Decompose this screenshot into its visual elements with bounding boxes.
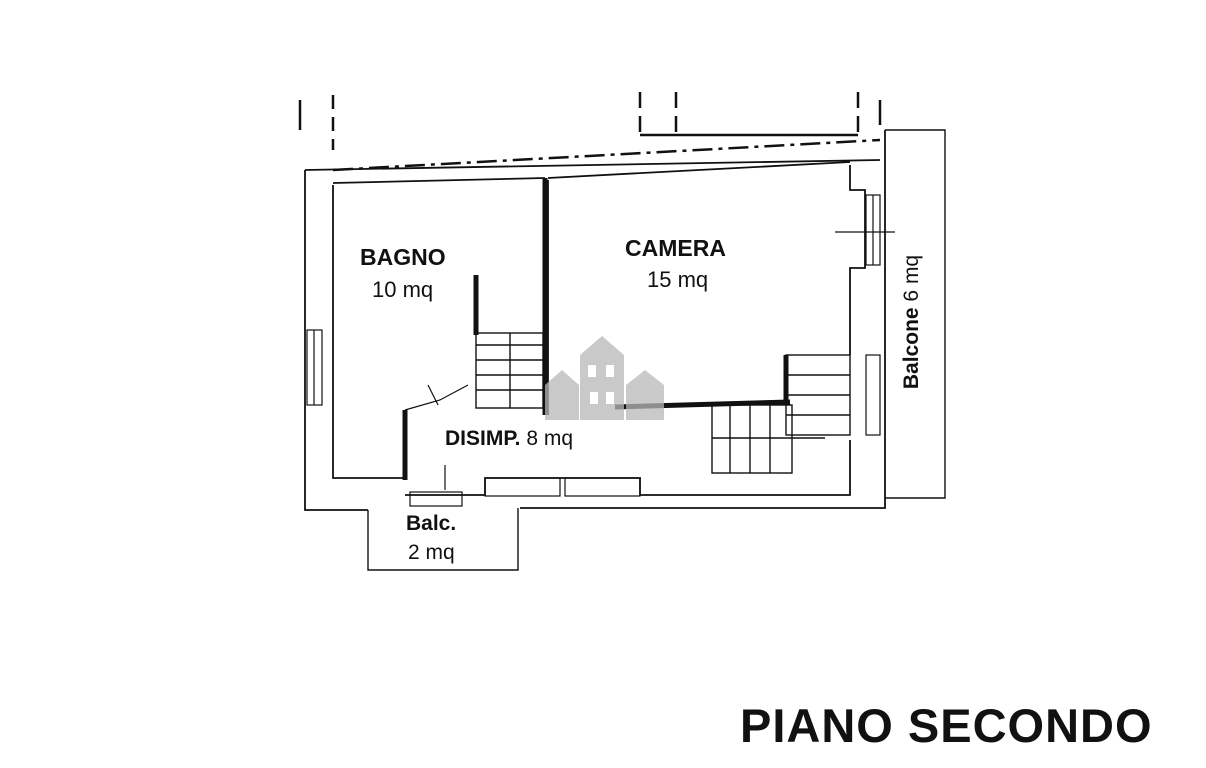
room-area-balcone: 6 mq (900, 254, 923, 302)
room-area-disimp: 8 mq (526, 427, 573, 450)
stairs-left (475, 332, 544, 409)
windows (306, 194, 895, 507)
balcone-label: Balcone 6 mq (900, 255, 924, 389)
upper-dashed-lines (298, 92, 882, 172)
room-area-camera: 15 mq (647, 267, 709, 292)
room-name-balc: Balc. (406, 512, 457, 535)
outer-walls (304, 130, 886, 511)
door-swings (404, 384, 469, 490)
balcone-outline (885, 129, 946, 499)
stairs-right (711, 354, 851, 474)
room-area-balc: 2 mq (408, 541, 455, 564)
room-name-balcone: Balcone (900, 307, 923, 390)
watermark-houses-icon (545, 336, 664, 420)
room-name-camera: CAMERA (625, 235, 726, 261)
floor-title: PIANO SECONDO (740, 699, 1153, 752)
room-name-disimp: DISIMP. (445, 427, 521, 450)
room-name-bagno: BAGNO (360, 244, 446, 270)
room-label-disimp: DISIMP. 8 mq (445, 427, 573, 451)
room-area-bagno: 10 mq (372, 277, 434, 302)
balc-outline (367, 508, 519, 571)
